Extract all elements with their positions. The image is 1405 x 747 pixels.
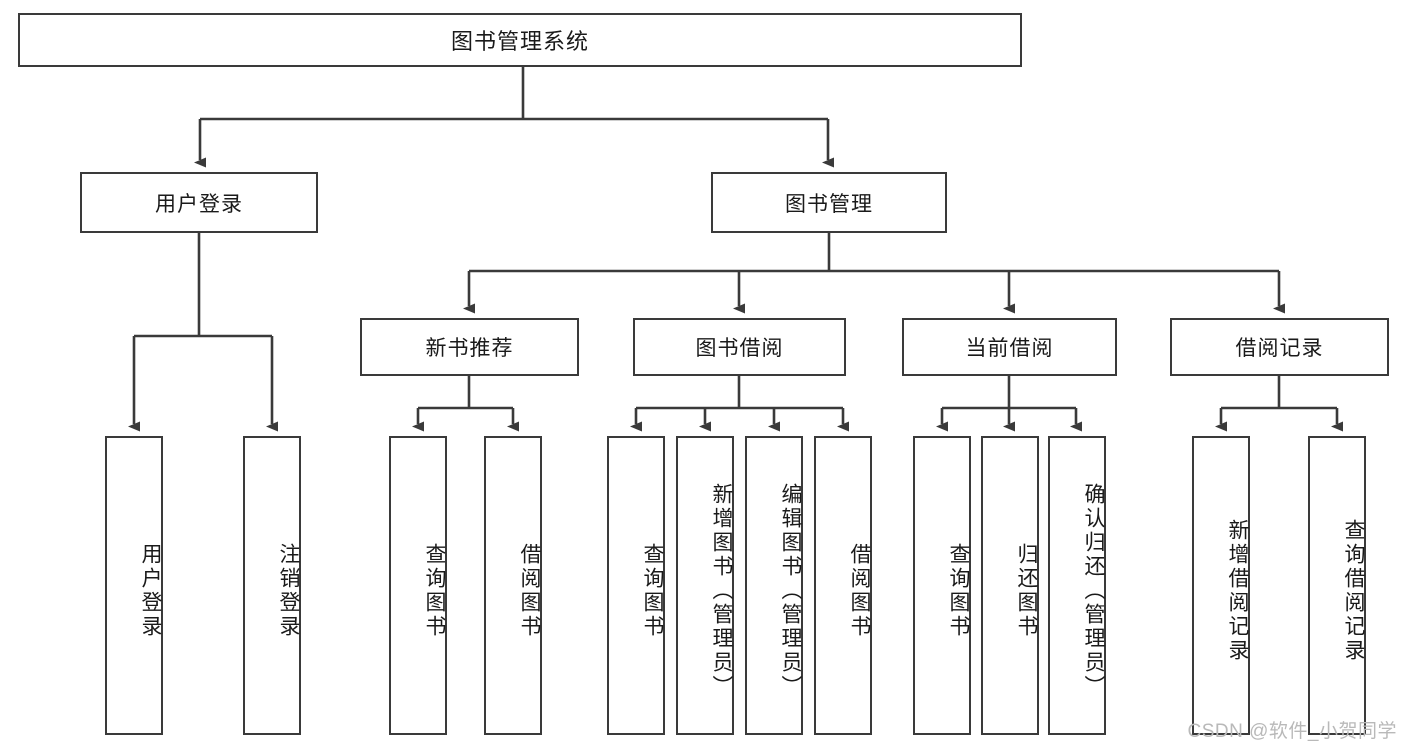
leaf-current-borrow-confirm-return-admin[interactable]: 确认归还（管理员） [1048,436,1106,735]
leaf-label: 查询借阅记录 [1342,518,1365,663]
leaf-new-book-borrow-book[interactable]: 借阅图书 [484,436,542,735]
leaf-current-borrow-return-book[interactable]: 归还图书 [981,436,1039,735]
leaf-label: 查询图书 [423,542,446,639]
node-book-borrow[interactable]: 图书借阅 [633,318,846,376]
watermark: CSDN @软件_小贺同学 [1187,721,1397,742]
node-user-login-label: 用户登录 [155,192,243,216]
node-new-book-recommend[interactable]: 新书推荐 [360,318,579,376]
leaf-book-borrow-edit-book-admin[interactable]: 编辑图书（管理员） [745,436,803,735]
leaf-user-login-login[interactable]: 用户登录 [105,436,163,735]
leaf-current-borrow-query-book[interactable]: 查询图书 [913,436,971,735]
node-current-borrow[interactable]: 当前借阅 [902,318,1117,376]
node-root-label: 图书管理系统 [450,29,589,54]
node-root-book-management-system[interactable]: 图书管理系统 [18,13,1022,67]
node-borrow-record[interactable]: 借阅记录 [1170,318,1389,376]
leaf-label: 新增图书（管理员） [710,482,733,699]
leaf-label: 新增借阅记录 [1226,518,1249,663]
leaf-label: 借阅图书 [848,542,871,639]
node-book-management-label: 图书管理 [785,192,873,216]
node-user-login[interactable]: 用户登录 [80,172,318,233]
leaf-label: 查询图书 [947,542,970,639]
leaf-borrow-record-add-record[interactable]: 新增借阅记录 [1192,436,1250,735]
leaf-label: 确认归还（管理员） [1082,482,1105,699]
leaf-label: 用户登录 [139,542,162,639]
leaf-label: 编辑图书（管理员） [779,482,802,699]
node-new-book-recommend-label: 新书推荐 [425,337,514,360]
node-current-borrow-label: 当前借阅 [965,337,1054,360]
leaf-label: 注销登录 [277,542,300,639]
leaf-label: 查询图书 [641,542,664,639]
leaf-book-borrow-add-book-admin[interactable]: 新增图书（管理员） [676,436,734,735]
node-borrow-record-label: 借阅记录 [1235,337,1324,360]
leaf-borrow-record-query-record[interactable]: 查询借阅记录 [1308,436,1366,735]
leaf-label: 归还图书 [1015,542,1038,639]
leaf-user-login-logout[interactable]: 注销登录 [243,436,301,735]
node-book-borrow-label: 图书借阅 [695,337,784,360]
leaf-book-borrow-query-book[interactable]: 查询图书 [607,436,665,735]
leaf-label: 借阅图书 [518,542,541,639]
leaf-book-borrow-borrow-book[interactable]: 借阅图书 [814,436,872,735]
leaf-new-book-query-book[interactable]: 查询图书 [389,436,447,735]
node-book-management[interactable]: 图书管理 [711,172,947,233]
